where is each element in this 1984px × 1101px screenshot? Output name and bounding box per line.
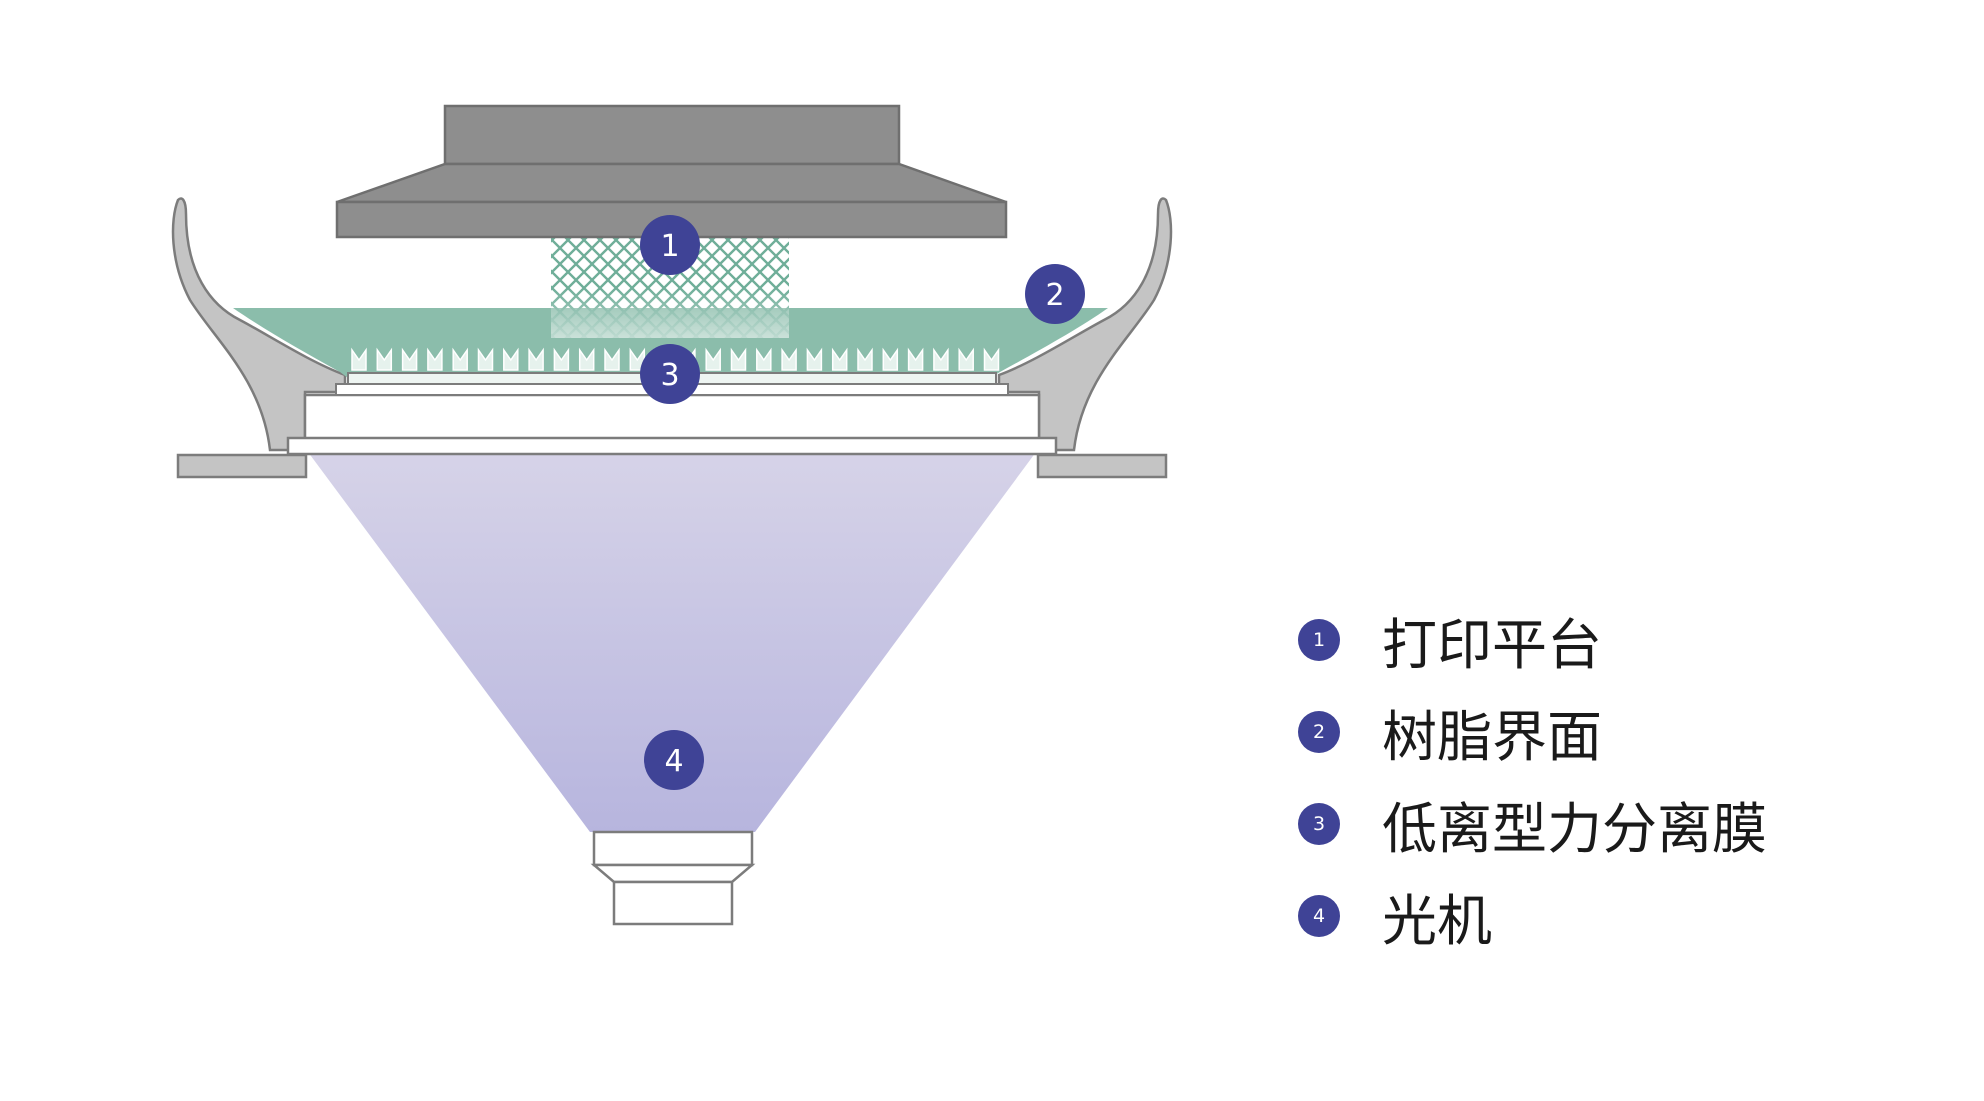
numbered-badge-icon: 4 <box>1298 895 1340 937</box>
legend-label: 低离型力分离膜 <box>1382 797 1768 861</box>
molecule-mark <box>730 347 747 371</box>
molecule-mark <box>705 347 721 371</box>
numbered-badge-icon: 3 <box>1298 803 1340 845</box>
molecule-mark <box>553 347 570 371</box>
molecule-mark <box>781 347 797 371</box>
callout-2: 2 <box>1025 264 1085 324</box>
legend-item-optical-engine: 4 光机 <box>1298 870 1767 962</box>
callout-4: 4 <box>644 730 704 790</box>
molecule-mark <box>857 347 873 371</box>
molecule-mark <box>477 347 494 371</box>
left-mounting-flange <box>176 453 308 479</box>
resin-vat-right-wall <box>997 197 1173 452</box>
legend-label: 打印平台 <box>1382 613 1603 677</box>
callout-1: 1 <box>640 215 700 275</box>
callout-2-number: 2 <box>1045 278 1064 313</box>
molecule-mark <box>882 347 899 371</box>
callout-1-number: 1 <box>660 229 679 264</box>
optical-engine-neck <box>590 863 756 884</box>
molecule-mark <box>907 347 924 371</box>
release-film-molecules <box>351 347 1000 371</box>
molecule-mark <box>401 347 418 371</box>
print-platform-bevel <box>336 162 1007 204</box>
molecule-mark <box>427 347 443 371</box>
callout-3: 3 <box>640 344 700 404</box>
resin-vat-left-wall <box>171 197 347 452</box>
callout-4-badge <box>644 730 704 790</box>
molecule-mark <box>528 347 544 371</box>
callout-1-badge <box>640 215 700 275</box>
molecule-mark <box>756 347 772 371</box>
legend-label: 树脂界面 <box>1382 705 1603 769</box>
optical-engine-lens-housing <box>592 830 754 867</box>
right-mounting-flange <box>1036 453 1168 479</box>
legend-item-release-film: 3 低离型力分离膜 <box>1298 778 1767 870</box>
molecule-mark <box>452 347 468 371</box>
molecule-mark <box>578 347 595 371</box>
legend: 1 打印平台 2 树脂界面 3 低离型力分离膜 4 光机 <box>1298 594 1767 962</box>
uv-light-cone <box>308 452 1036 832</box>
molecule-mark <box>958 347 974 371</box>
print-platform-top <box>443 104 901 166</box>
molecule-mark <box>604 347 620 371</box>
callout-3-number: 3 <box>660 358 679 393</box>
molecule-mark <box>831 347 848 371</box>
numbered-badge-icon: 1 <box>1298 619 1340 661</box>
optical-engine-body <box>612 880 734 926</box>
legend-item-print-platform: 1 打印平台 <box>1298 594 1767 686</box>
numbered-badge-icon: 2 <box>1298 711 1340 753</box>
callout-4-number: 4 <box>664 744 683 779</box>
molecule-mark <box>376 347 393 371</box>
legend-item-resin-interface: 2 树脂界面 <box>1298 686 1767 778</box>
molecule-mark <box>933 347 949 371</box>
molecule-mark <box>503 347 519 371</box>
glass-plate <box>286 436 1058 456</box>
molecule-mark <box>983 347 1000 371</box>
molecule-mark <box>351 347 367 371</box>
callout-3-badge <box>640 344 700 404</box>
lattice-fade-overlay <box>551 288 789 338</box>
callout-2-badge <box>1025 264 1085 324</box>
molecule-mark <box>806 347 823 371</box>
legend-label: 光机 <box>1382 889 1493 953</box>
